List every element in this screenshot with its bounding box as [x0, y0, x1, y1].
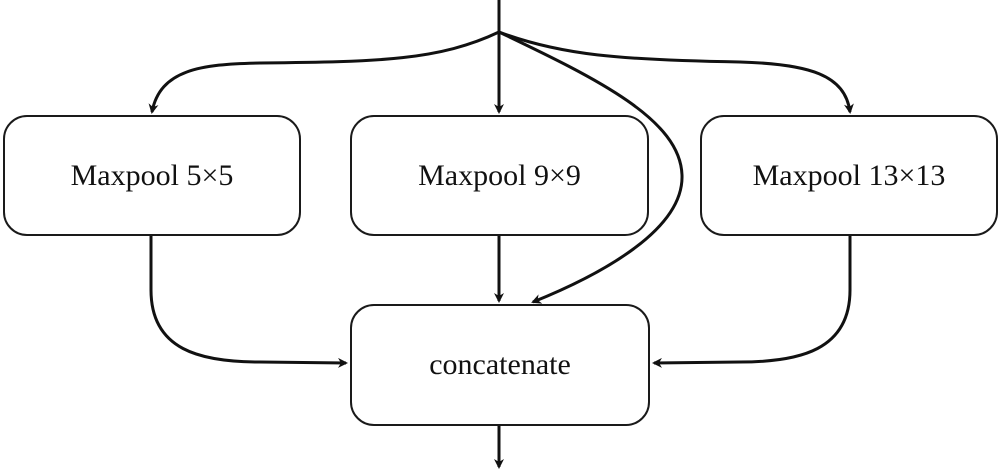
- edge-maxpool5-concat: [149, 236, 348, 368]
- node-concatenate: concatenate: [350, 304, 650, 426]
- edge-input-maxpool13: [498, 30, 854, 114]
- node-maxpool-13x13: Maxpool 13×13: [700, 115, 998, 236]
- node-label: Maxpool 9×9: [418, 158, 581, 192]
- node-label: Maxpool 13×13: [752, 158, 946, 192]
- node-maxpool-9x9: Maxpool 9×9: [350, 115, 649, 236]
- edge-input-concat: [498, 30, 684, 304]
- node-label: concatenate: [429, 348, 571, 381]
- node-maxpool-5x5: Maxpool 5×5: [3, 115, 301, 236]
- edge-input-maxpool5: [148, 30, 500, 114]
- edge-maxpool13-concat: [652, 236, 852, 368]
- node-label: Maxpool 5×5: [70, 158, 234, 192]
